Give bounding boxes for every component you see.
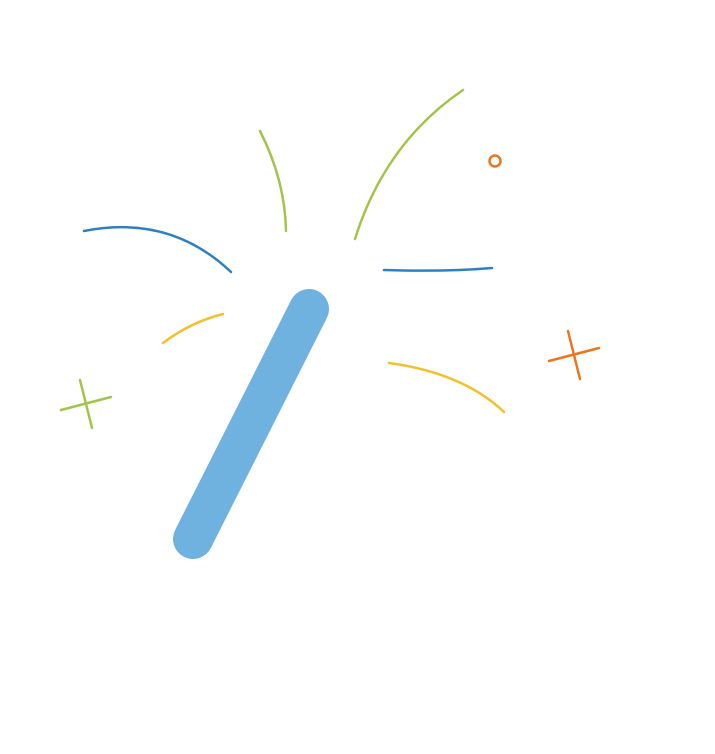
orange-dot-icon: [488, 154, 502, 168]
green-arc-left: [258, 129, 288, 233]
yellow-arc-right: [387, 361, 506, 414]
yellow-arc-left: [161, 312, 225, 345]
blue-arc-left: [82, 225, 233, 274]
wand-stick: [173, 289, 329, 559]
green-sparkle-icon: [59, 378, 113, 430]
orange-sparkle-icon: [547, 329, 601, 381]
green-arc-right: [353, 88, 465, 241]
blue-arc-right: [382, 266, 494, 272]
